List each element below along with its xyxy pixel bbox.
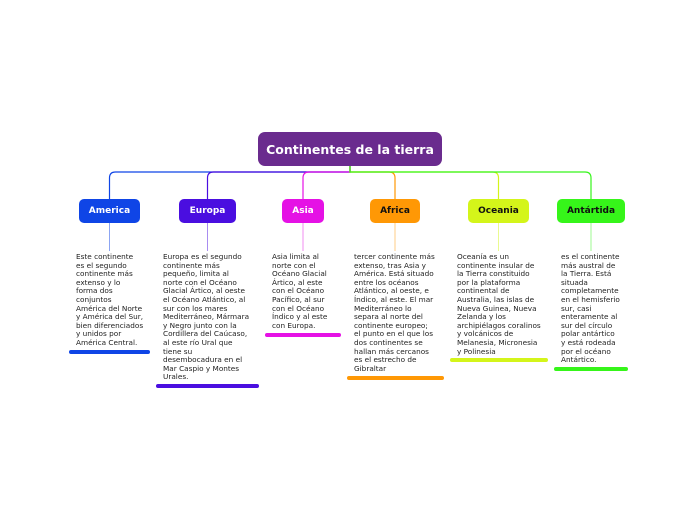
description-asia[interactable]: Asia limita al norte con el Océano Glaci… [272, 252, 328, 330]
root-topic-node[interactable]: Continentes de la tierra [258, 132, 442, 166]
description-africa[interactable]: tercer continente más extenso, tras Asia… [354, 252, 435, 373]
topic-node-antartida[interactable]: Antártida [557, 199, 625, 223]
underline-bar-europa [156, 384, 259, 388]
connector-root-antartida [349, 166, 592, 199]
underline-bar-asia [265, 333, 341, 337]
description-antartida[interactable]: es el continente más austral de la Tierr… [561, 252, 620, 365]
connector-root-africa [349, 166, 396, 199]
description-oceania[interactable]: Oceanía es un continente insular de la T… [457, 252, 541, 356]
connector-root-america [108, 166, 351, 199]
description-america[interactable]: Este continente es el segundo continente… [76, 252, 144, 347]
topic-node-europa[interactable]: Europa [179, 199, 236, 223]
topic-node-america[interactable]: America [79, 199, 140, 223]
topic-node-africa[interactable]: Africa [370, 199, 420, 223]
underline-bar-antartida [554, 367, 628, 371]
topic-node-oceania[interactable]: Oceania [468, 199, 529, 223]
connector-root-europa [206, 166, 351, 199]
description-europa[interactable]: Europa es el segundo continente más pequ… [163, 252, 250, 382]
connector-root-asia [302, 166, 351, 199]
underline-bar-africa [347, 376, 444, 380]
underline-bar-oceania [450, 358, 548, 362]
connector-root-oceania [349, 166, 500, 199]
topic-node-asia[interactable]: Asia [282, 199, 324, 223]
underline-bar-america [69, 350, 150, 354]
